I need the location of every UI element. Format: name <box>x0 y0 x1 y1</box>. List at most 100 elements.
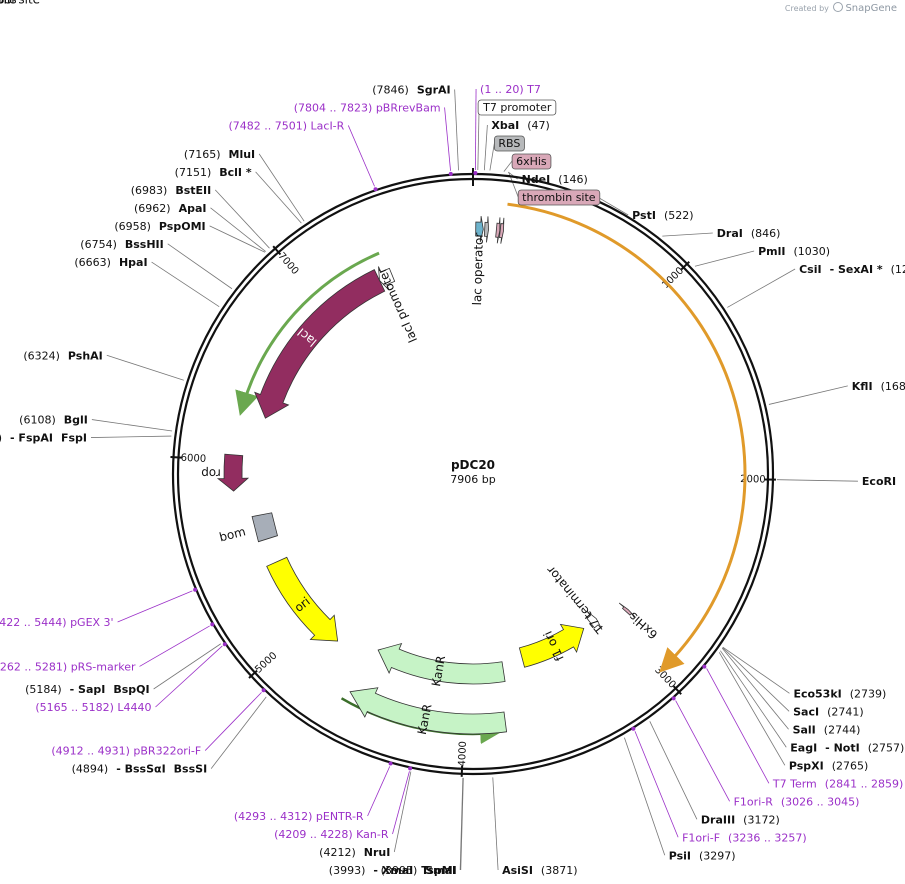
leader-eagi <box>720 650 787 748</box>
feature-shape-lac-operator <box>475 216 484 243</box>
leader-bcli <box>255 171 302 224</box>
tick-label-4000: 4000 <box>457 741 469 767</box>
site-box-6xhis <box>511 153 552 170</box>
primer-mark-pbr322ori-f <box>261 688 266 693</box>
feature-label-lac-operator: lac operator <box>470 232 486 305</box>
site-drai: DraI(846) <box>717 227 781 240</box>
leader-bsshii <box>167 243 233 290</box>
leader-smai <box>459 777 464 871</box>
site-label-t7-term: T7 Term(2841 .. 2859) <box>772 777 903 790</box>
site-label-xbai: XbaI(47) <box>491 119 549 132</box>
plasmid-length: 7906 bp <box>450 473 495 486</box>
feature-label-bom: bom <box>218 524 247 544</box>
site-nrui: (4212)NruI <box>319 846 390 859</box>
site-leader-lines <box>91 89 858 871</box>
site-label-rbs: RBS <box>498 137 520 150</box>
site-box-t7-promoter <box>477 99 557 116</box>
site-prs-marker: (5262 .. 5281) pRS-marker <box>0 622 215 673</box>
feature-shape-6xhis <box>495 217 501 244</box>
primer-mark-kan-r <box>408 766 413 771</box>
site-pmli: PmlI(1030) <box>758 245 830 258</box>
feature-label-laci-promoter: lacI promoter <box>375 266 420 345</box>
site-psii: PsiI(3297) <box>669 849 736 862</box>
site-label-prs-marker: (5262 .. 5281) pRS-marker <box>0 660 136 673</box>
site-label-mlui: (7165)MluI <box>184 148 255 161</box>
snapgene-logo-icon <box>833 2 844 12</box>
site-label-drai: DraI(846) <box>717 227 781 240</box>
feature-6xhis-2: 6xHis <box>618 602 660 642</box>
feature-shape-f1-ori <box>518 623 585 668</box>
site-label-psti: PstI(522) <box>632 209 693 222</box>
site-pspomi: (6958)PspOMI <box>114 220 205 233</box>
feature-f1-ori: f1 ori <box>518 623 585 668</box>
leader-pentr-r <box>367 766 391 817</box>
site-6xhis: 6xHis <box>511 153 552 170</box>
leader-tspmi <box>460 777 464 871</box>
feature-label-rbs: RBS <box>0 0 12 7</box>
site-label-thrombin-site: thrombin site <box>522 191 596 204</box>
site-kan-r: (4209 .. 4228) Kan-R <box>274 766 413 841</box>
site-psti: PstI(522) <box>632 209 693 222</box>
leader-f1ori-f <box>634 731 679 838</box>
tick-1000 <box>680 261 690 271</box>
feature-shape-kanr <box>377 642 506 685</box>
leader-csii <box>727 268 796 308</box>
site-label-psii: PsiI(3297) <box>669 849 736 862</box>
site-bsshii: (6754)BssHII <box>80 238 163 251</box>
feature-shape-6xhis-2 <box>618 602 636 618</box>
site-eco53ki: Eco53kI(2739) <box>793 687 886 700</box>
site-label-saci: SacI(2741) <box>793 705 864 718</box>
leader-bgli <box>91 419 173 432</box>
feature-shape-kanr-2 <box>349 687 508 735</box>
leader-pspomi <box>209 225 266 253</box>
feature-shape-t7-terminator <box>586 610 603 630</box>
feature-shape-thrombin-site <box>498 217 505 244</box>
leader-t7-term <box>706 668 770 784</box>
site-label-asisi: AsiSI(3871) <box>502 864 577 877</box>
feature-label-thrombin-site: thrombin site <box>0 0 40 7</box>
primer-mark-prs-marker <box>210 622 215 627</box>
site-label-kfli: KflI(1686) <box>852 380 905 393</box>
feature-label-rop: rop <box>201 466 221 480</box>
leader-pshai <box>106 354 184 381</box>
site-box-rbs <box>494 135 525 152</box>
site-label-f1ori-f: F1ori-F(3236 .. 3257) <box>682 831 807 844</box>
site-kfli: KflI(1686) <box>852 380 905 393</box>
snapgene-credit: Created by SnapGene <box>785 2 897 14</box>
feature-shape-laci <box>254 269 386 419</box>
site-pbr322ori-f: (4912 .. 4931) pBR322ori-F <box>51 688 266 758</box>
leader-t7-promoter <box>477 107 480 171</box>
orf-arrow-main <box>507 202 747 673</box>
site-label-csii: CsiI- SexAI *(1247) <box>799 263 905 276</box>
site-label-laci-r: (7482 .. 7501) LacI-R <box>228 119 344 132</box>
feature-thrombin-site: thrombin site <box>0 0 505 244</box>
primer-mark-t7-term <box>702 664 707 669</box>
plasmid-name: pDC20 <box>451 458 495 472</box>
site-l4440: (5165 .. 5182) L4440 <box>35 642 227 714</box>
site-label-bsshii: (6754)BssHII <box>80 238 163 251</box>
tick-7000 <box>272 245 282 256</box>
tick-label-7000: 7000 <box>275 251 300 277</box>
site-t7: (1 .. 20) T7 <box>473 83 541 176</box>
leader-nrui <box>393 771 412 853</box>
site-label-bsteii: (6983)BstEII <box>131 184 211 197</box>
site-hpai: (6663)HpaI <box>74 256 147 269</box>
leader-6xhis <box>503 160 513 172</box>
leader-xbai <box>483 124 488 171</box>
primer-mark-pgex3 <box>193 587 198 592</box>
leader-sgrai <box>454 89 459 171</box>
site-label-eco53ki: Eco53kI(2739) <box>793 687 886 700</box>
feature-label-t7-terminator: T7 terminator <box>544 563 608 637</box>
site-label-f1ori-r: F1ori-R(3026 .. 3045) <box>734 795 860 808</box>
leader-pspxi <box>718 652 786 766</box>
feature-label-kanr: KanR <box>429 655 448 688</box>
site-label-draiii: DraIII(3172) <box>701 813 780 826</box>
site-label-pshai: (6324)PshAI <box>23 349 102 362</box>
feature-shape-rop <box>216 453 250 492</box>
site-eagi: EagI- NotI(2757) <box>790 741 904 754</box>
